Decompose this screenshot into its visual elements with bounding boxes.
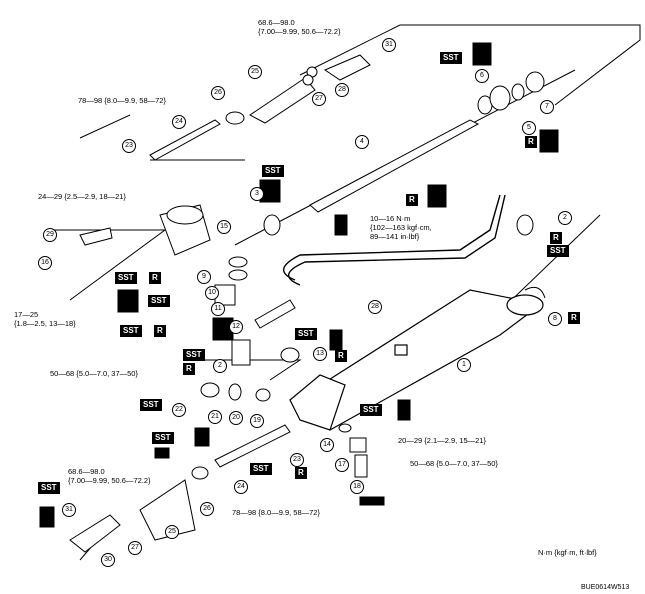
callout-5: 5 xyxy=(522,121,536,135)
callout-29: 29 xyxy=(43,228,57,242)
lubricant-cans xyxy=(39,42,559,528)
torque-spec-tie-rod-end-lower: 68.6—98.0 {7.00—9.99, 50.6—72.2} xyxy=(68,467,151,485)
torque-spec-tie-rod-upper: 78—98 {8.0—9.9, 58—72} xyxy=(78,96,166,105)
torque-spec-tie-rod-lower: 78—98 {8.0—9.9, 58—72} xyxy=(232,508,320,517)
sst-tag: SST xyxy=(115,272,137,284)
callout-30: 28 xyxy=(335,83,349,97)
torque-spec-pipe: 10—16 N·m {102—163 kgf·cm, 89—141 in·lbf… xyxy=(370,214,432,241)
sst-tag: SST xyxy=(38,482,60,494)
callout-28: 28 xyxy=(368,300,382,314)
torque-line: 50—68 {5.0—7.0, 37—50} xyxy=(410,459,498,468)
pinion-housing xyxy=(79,204,211,256)
frame-upper xyxy=(299,24,641,106)
torque-spec-fitting: 24—29 {2.5—2.9, 18—21} xyxy=(38,192,126,201)
torque-line: 89—141 in·lbf} xyxy=(370,232,420,241)
torque-units-legend: N·m {kgf·m, ft·lbf} xyxy=(538,548,597,557)
callout-8: 8 xyxy=(548,312,562,326)
torque-line: 50—68 {5.0—7.0, 37—50} xyxy=(50,369,138,378)
upper-tie-rod xyxy=(149,54,371,161)
callout-15: 15 xyxy=(217,220,231,234)
callout-11: 11 xyxy=(211,302,225,316)
torque-line: 78—98 {8.0—9.9, 58—72} xyxy=(232,508,320,517)
callout-22: 22 xyxy=(172,403,186,417)
torque-spec-plug-17: 20—29 {2.1—2.9, 15—21} xyxy=(398,436,486,445)
callout-23-lower: 23 xyxy=(290,453,304,467)
callout-7: 7 xyxy=(540,100,554,114)
torque-line: 17—25 xyxy=(14,310,39,319)
callout-31: 31 xyxy=(382,38,396,52)
torque-spec-bolt-16: 17—25 {1.8—2.5, 13—18} xyxy=(14,310,76,328)
callout-12: 12 xyxy=(229,320,243,334)
callout-31-lower: 31 xyxy=(62,503,76,517)
callout-3: 3 xyxy=(250,187,264,201)
r-tag: R xyxy=(406,194,418,206)
callout-16: 16 xyxy=(38,256,52,270)
sst-tag: SST xyxy=(250,463,272,475)
callout-10: 10 xyxy=(205,286,219,300)
torque-line: {102—163 kgf·cm, xyxy=(370,223,432,232)
sst-tag: SST xyxy=(295,328,317,340)
sst-tag: SST xyxy=(360,404,382,416)
callout-4: 4 xyxy=(355,135,369,149)
torque-line: 20—29 {2.1—2.9, 15—21} xyxy=(398,436,486,445)
sst-tag: SST xyxy=(547,245,569,257)
right-bushings xyxy=(477,71,545,115)
r-tag: R xyxy=(154,325,166,337)
torque-spec-tie-rod-end-upper: 68.6—98.0 {7.00—9.99, 50.6—72.2} xyxy=(258,18,341,36)
small-parts xyxy=(200,214,546,478)
r-tag: R xyxy=(149,272,161,284)
callout-13: 13 xyxy=(313,347,327,361)
sst-tag: SST xyxy=(183,349,205,361)
rack-housing xyxy=(289,289,544,431)
torque-line: 78—98 {8.0—9.9, 58—72} xyxy=(78,96,166,105)
callout-14: 14 xyxy=(320,438,334,452)
torque-spec-plug-18: 50—68 {5.0—7.0, 37—50} xyxy=(410,459,498,468)
sst-tag: SST xyxy=(140,399,162,411)
callout-27-lower: 27 xyxy=(128,541,142,555)
r-tag: R xyxy=(550,232,562,244)
torque-line: 68.6—98.0 xyxy=(258,18,295,27)
r-tag: R xyxy=(525,136,537,148)
sst-tag: SST xyxy=(440,52,462,64)
callout-25-lower: 25 xyxy=(165,525,179,539)
callout-24-lower: 24 xyxy=(234,480,248,494)
pipes xyxy=(283,194,506,286)
lower-tie-rod xyxy=(69,424,291,553)
callout-25: 25 xyxy=(248,65,262,79)
callout-17: 17 xyxy=(335,458,349,472)
sst-tag: SST xyxy=(120,325,142,337)
sst-tag: SST xyxy=(262,165,284,177)
callout-23: 23 xyxy=(122,139,136,153)
callout-24: 24 xyxy=(172,115,186,129)
sst-tag: SST xyxy=(152,432,174,444)
callout-1: 1 xyxy=(457,358,471,372)
torque-spec-locknut-22: 50—68 {5.0—7.0, 37—50} xyxy=(50,369,138,378)
callout-2: 2 xyxy=(558,211,572,225)
torque-line: {7.00—9.99, 50.6—72.2} xyxy=(68,476,151,485)
callout-20: 20 xyxy=(229,411,243,425)
torque-line: {7.00—9.99, 50.6—72.2} xyxy=(258,27,341,36)
callout-26-lower: 26 xyxy=(200,502,214,516)
callout-27: 27 xyxy=(312,92,326,106)
r-tag: R xyxy=(335,350,347,362)
callout-21: 21 xyxy=(208,410,222,424)
torque-line: 10—16 N·m xyxy=(370,214,411,223)
callout-19: 19 xyxy=(250,414,264,428)
callout-30-lower: 30 xyxy=(101,553,115,567)
r-tag: R xyxy=(295,467,307,479)
callout-2-lower: 2 xyxy=(213,359,227,373)
torque-line: {1.8—2.5, 13—18} xyxy=(14,319,76,328)
sst-tag: SST xyxy=(148,295,170,307)
callout-18: 18 xyxy=(350,480,364,494)
figure-code: BUE0614W513 xyxy=(581,584,630,591)
callout-9: 9 xyxy=(197,270,211,284)
callout-26: 26 xyxy=(211,86,225,100)
torque-line: 24—29 {2.5—2.9, 18—21} xyxy=(38,192,126,201)
callout-6: 6 xyxy=(475,69,489,83)
r-tag: R xyxy=(568,312,580,324)
torque-line: 68.6—98.0 xyxy=(68,467,105,476)
rack-bar xyxy=(309,119,480,213)
r-tag: R xyxy=(183,363,195,375)
